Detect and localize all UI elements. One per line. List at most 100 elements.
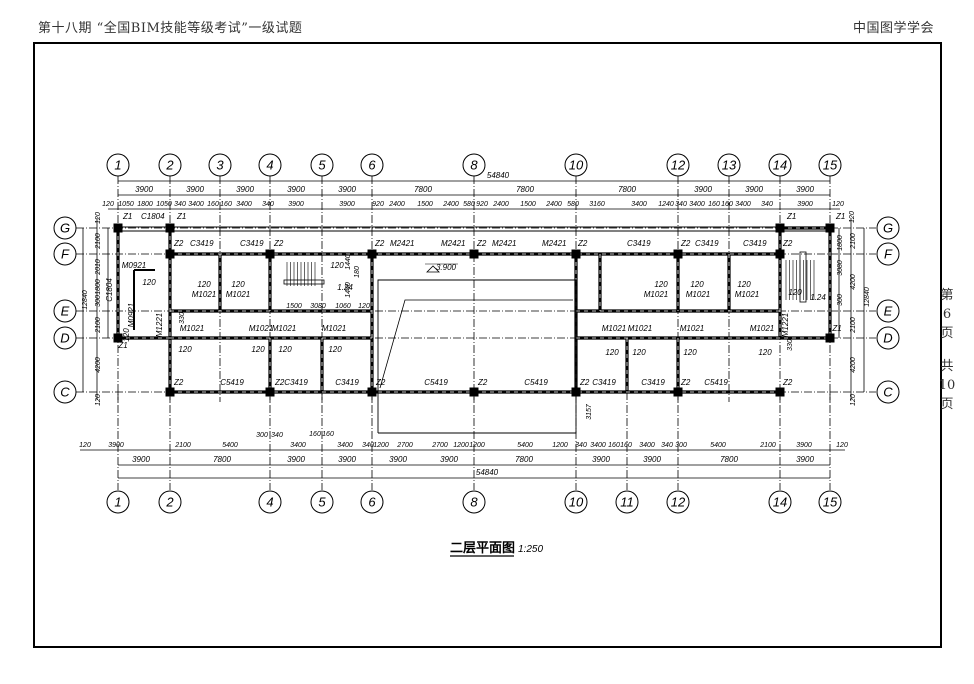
axis-top-8-bubble [462, 153, 486, 177]
elevation-marker [426, 265, 440, 273]
dim-top-detail: 3900 [339, 201, 355, 208]
dim-bottom-detail: 2100 [759, 442, 776, 449]
dim-misc: 120 [358, 303, 370, 310]
dim-top-detail: 160 [220, 201, 232, 208]
opening-tag: Z2 [782, 239, 793, 248]
axis-bottom-2-label: 2 [165, 495, 174, 510]
door-tag: Z1 [117, 341, 127, 350]
dim-bottom-axis: 3900 [389, 455, 407, 464]
dim-top-detail: 160 [721, 201, 733, 208]
drawing-scale: 1:250 [518, 544, 543, 555]
dim-right: 1800 [837, 235, 844, 251]
axis-left-F-bubble [53, 242, 77, 266]
dim-top-detail: 2400 [388, 201, 405, 208]
dim-bottom-detail: 160 [620, 442, 632, 449]
axis-top-14-bubble [768, 153, 792, 177]
dim-top-detail: 3400 [689, 201, 705, 208]
axis-bottom-6-label: 6 [368, 495, 376, 510]
dim-misc: 3080 [310, 303, 326, 310]
opening-tag: M2421 [492, 239, 516, 248]
dim-right: 3080 [837, 260, 844, 276]
dim-bottom-detail: 340 [575, 442, 587, 449]
opening-tag: C3419 [240, 239, 264, 248]
opening-tag: C3419 [284, 378, 308, 387]
dim-left: 4200 [95, 357, 102, 373]
dim-top-detail: 3160 [589, 201, 605, 208]
dim-top-detail: 340 [262, 201, 274, 208]
opening-tag: Z2 [375, 378, 386, 387]
axis-right-E-bubble [876, 299, 900, 323]
column [571, 249, 581, 259]
dim-top-detail: 1500 [417, 201, 433, 208]
door-tag: M1021 [272, 324, 296, 333]
dim-bottom-detail: 120 [79, 442, 91, 449]
page-indicator: 第 6 页 共 10 页 [938, 286, 956, 414]
door-tag: M1021 [680, 324, 704, 333]
dim-left: 12840 [82, 290, 89, 310]
axis-bottom-14-bubble [768, 490, 792, 514]
stair-landing [283, 279, 325, 285]
dim-bottom-detail: 2700 [396, 442, 413, 449]
room-tag: C1804 [105, 278, 114, 302]
dim-misc: 330 [787, 339, 794, 351]
door-tag: 120 [278, 345, 292, 354]
dim-misc: 330 [179, 312, 186, 324]
dim-top-detail: 160 [207, 201, 219, 208]
dim-left: 1800 [95, 279, 102, 295]
opening-tag: Z2 [680, 378, 691, 387]
axis-right-G-bubble [876, 216, 900, 240]
axis-bottom-1-bubble [106, 490, 130, 514]
axis-bottom-12-bubble [666, 490, 690, 514]
column [775, 249, 785, 259]
column [165, 249, 175, 259]
dim-right: 4200 [850, 274, 857, 290]
dim-bottom-axis: 7800 [720, 455, 738, 464]
axis-top-4-label: 4 [266, 158, 273, 173]
axis-top-13-label: 13 [722, 158, 737, 173]
axis-bottom-11-bubble [615, 490, 639, 514]
axis-bottom-10-bubble [564, 490, 588, 514]
dim-top-axis: 7800 [618, 185, 636, 194]
dim-bottom-detail: 160 [608, 442, 620, 449]
dim-top-detail: 920 [372, 201, 384, 208]
column [571, 387, 581, 397]
column [775, 387, 785, 397]
dim-bottom-axis: 7800 [213, 455, 231, 464]
organization-name: 中国图学学会 [852, 21, 934, 36]
dim-right: 120 [849, 211, 856, 223]
opening-tag: C5419 [424, 378, 448, 387]
axis-bottom-5-bubble [310, 490, 334, 514]
axis-left-F-label: F [61, 247, 70, 262]
dim-total-top: 54840 [487, 171, 510, 180]
dim-top-detail: 3400 [631, 201, 647, 208]
room-tag: M0921 [122, 261, 146, 270]
axis-top-8-label: 8 [470, 158, 478, 173]
column-tag: Z1 [835, 212, 845, 221]
axis-top-1-bubble [106, 153, 130, 177]
axis-top-10-label: 10 [569, 158, 584, 173]
room-tag: 120 [788, 288, 802, 297]
door-tag: 120 [328, 345, 342, 354]
room-tag: 120 [690, 280, 704, 289]
axis-bottom-4-label: 4 [266, 495, 273, 510]
axis-bottom-4-bubble [258, 490, 282, 514]
column [367, 387, 377, 397]
axis-right-F-bubble [876, 242, 900, 266]
dim-top-detail: 340 [761, 201, 773, 208]
total-pages: 10 [938, 378, 956, 393]
dim-left: 2100 [95, 317, 102, 334]
dim-bottom-axis: 3900 [592, 455, 610, 464]
door-tag: 120 [758, 348, 772, 357]
room-tag: 120 [122, 328, 131, 342]
door-tag: M1021 [180, 324, 204, 333]
dim-top-axis: 7800 [516, 185, 534, 194]
dim-bottom-detail: 5400 [222, 442, 238, 449]
axis-bottom-15-label: 15 [823, 495, 838, 510]
room-tag: M1021 [192, 290, 216, 299]
dim-bottom-detail: 1200 [453, 442, 469, 449]
dim-top-detail: 1050 [156, 201, 172, 208]
room-tag: 1.24 [337, 283, 353, 292]
exam-title: 第十八期 “全国BIM技能等级考试”一级试题 [38, 21, 303, 36]
door-tag: M1021 [602, 324, 626, 333]
axis-top-14-label: 14 [773, 158, 787, 173]
